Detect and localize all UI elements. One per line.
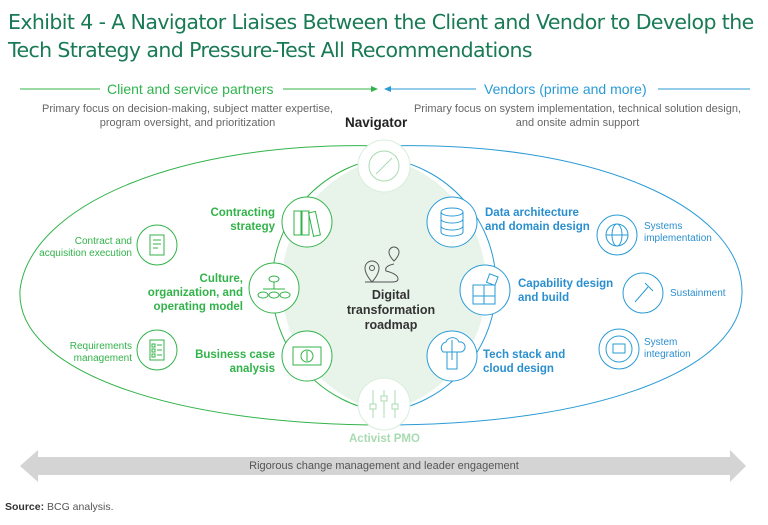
compass-icon: [368, 150, 400, 182]
monitor-cycle-icon: [605, 335, 633, 363]
center-label: Digital transformation roadmap: [346, 288, 436, 332]
contracting-strategy-node[interactable]: [281, 196, 333, 248]
binders-icon: [293, 210, 322, 237]
requirements-node[interactable]: [136, 329, 178, 371]
capability-design-node[interactable]: [459, 264, 511, 316]
pmo-label: Activist PMO: [349, 433, 420, 445]
systems-implementation-label: Systems implementation: [644, 221, 712, 244]
navigator-node[interactable]: [357, 139, 411, 193]
system-integration-label: System integration: [644, 337, 691, 360]
money-icon: [292, 346, 322, 366]
business-case-label: Business case analysis: [195, 349, 275, 375]
exhibit-title: Exhibit 4 - A Navigator Liaises Between …: [8, 10, 754, 62]
sustainment-node[interactable]: [622, 272, 664, 314]
database-icon: [440, 207, 464, 237]
tech-stack-label: Tech stack and cloud design: [483, 349, 566, 375]
contracting-strategy-label: Contracting strategy: [210, 207, 275, 233]
requirements-label: Requirements management: [69, 341, 132, 364]
data-architecture-node[interactable]: [426, 196, 478, 248]
tech-stack-node[interactable]: [426, 330, 478, 382]
screw-icon: [634, 282, 654, 303]
data-architecture-label: Data architecture and domain design: [485, 207, 590, 233]
culture-org-label: Culture, organization, and operating mod…: [147, 273, 243, 313]
sustainment-label: Sustainment: [670, 288, 726, 299]
puzzle-icon: [472, 273, 499, 305]
vendor-header: Vendors (prime and more): [484, 81, 647, 97]
culture-org-node[interactable]: [248, 262, 300, 314]
checklist-icon: [149, 339, 165, 361]
globe-network-icon: [605, 223, 629, 247]
change-management-band: [20, 450, 746, 482]
contract-acquisition-node[interactable]: [136, 224, 178, 266]
contract-document-icon: [149, 234, 165, 256]
source-note: Source: BCG analysis.: [5, 501, 114, 513]
systems-implementation-node[interactable]: [596, 214, 638, 256]
business-case-node[interactable]: [281, 330, 333, 382]
source-text: BCG analysis.: [47, 501, 114, 513]
vendor-ellipse: [383, 145, 743, 426]
capability-design-label: Capability design and build: [518, 278, 614, 304]
sliders-icon: [369, 390, 399, 418]
source-label: Source:: [5, 501, 45, 513]
navigator-label: Navigator: [345, 115, 408, 130]
client-header-line: [20, 86, 378, 92]
band-label: Rigorous change management and leader en…: [249, 460, 519, 472]
vendor-description: Primary focus on system implementation, …: [413, 103, 742, 129]
cloud-server-icon: [440, 337, 466, 370]
client-ellipse: [19, 145, 385, 426]
system-integration-node[interactable]: [598, 328, 640, 370]
client-header: Client and service partners: [107, 81, 274, 97]
org-chart-icon: [257, 275, 291, 299]
route-map-icon: [364, 246, 400, 283]
contract-acquisition-label: Contract and acquisition execution: [39, 236, 132, 259]
vendor-header-line: [384, 86, 750, 92]
pmo-node[interactable]: [357, 377, 411, 431]
client-description: Primary focus on decision-making, subjec…: [41, 103, 333, 129]
